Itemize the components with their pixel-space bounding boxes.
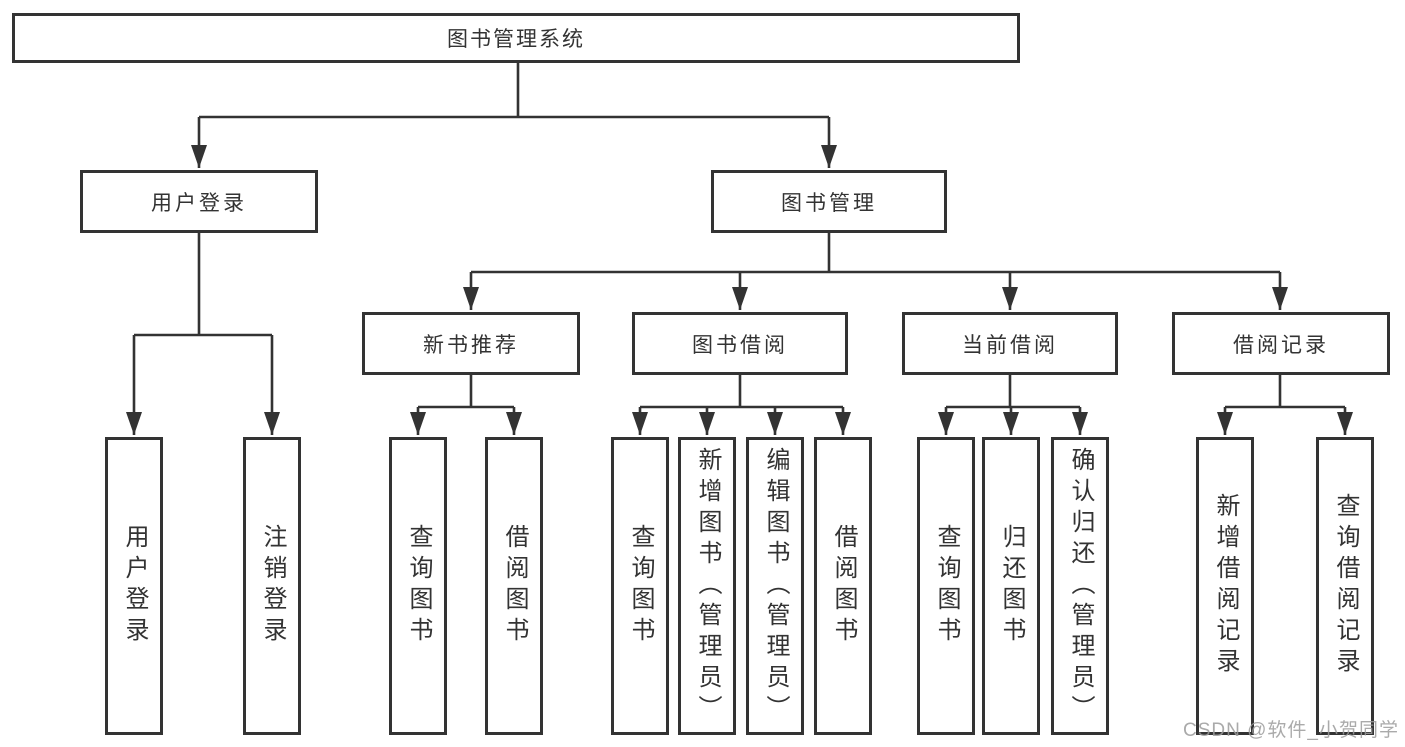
node-borrowing-records: 借阅记录 (1172, 312, 1390, 375)
node-label: 用户登录 (151, 191, 247, 215)
node-label: 编辑图书（管理员） (762, 446, 789, 726)
connector-recommend-split (418, 375, 514, 409)
node-current-borrowing: 当前借阅 (902, 312, 1118, 375)
leaf-query-books-current: 查询图书 (917, 437, 975, 735)
node-user-login: 用户登录 (80, 170, 318, 233)
node-label: 图书借阅 (692, 333, 788, 357)
leaf-return-book: 归还图书 (982, 437, 1040, 735)
leaf-query-books-borrow: 查询图书 (611, 437, 669, 735)
node-label: 注销登录 (259, 524, 286, 648)
node-label: 用户登录 (121, 524, 148, 648)
node-label: 新增图书（管理员） (694, 446, 721, 726)
node-label: 新书推荐 (423, 333, 519, 357)
leaf-confirm-return-admin: 确认归还（管理员） (1051, 437, 1109, 735)
leaf-edit-book-admin: 编辑图书（管理员） (746, 437, 804, 735)
leaf-add-book-admin: 新增图书（管理员） (678, 437, 736, 735)
connector-borrowing-split (640, 375, 843, 409)
leaf-add-borrow-record: 新增借阅记录 (1196, 437, 1254, 735)
node-label: 查询图书 (627, 524, 654, 648)
connector-book-management-split (471, 233, 1280, 274)
node-new-book-recommendation: 新书推荐 (362, 312, 580, 375)
node-label: 新增借阅记录 (1212, 493, 1239, 679)
connector-root-split (199, 63, 829, 119)
connector-records-split (1225, 375, 1345, 409)
node-label: 借阅记录 (1233, 333, 1329, 357)
connector-current-split (946, 375, 1080, 409)
node-label: 查询图书 (405, 524, 432, 648)
node-library-management-system: 图书管理系统 (12, 13, 1020, 63)
node-label: 归还图书 (998, 524, 1025, 648)
leaf-query-books-recommend: 查询图书 (389, 437, 447, 735)
node-label: 查询图书 (933, 524, 960, 648)
node-label: 借阅图书 (501, 524, 528, 648)
node-label: 图书管理系统 (447, 28, 585, 51)
leaf-query-borrow-record: 查询借阅记录 (1316, 437, 1374, 735)
connector-user-login-split (134, 233, 272, 337)
node-book-management: 图书管理 (711, 170, 947, 233)
node-book-borrowing: 图书借阅 (632, 312, 848, 375)
node-label: 图书管理 (781, 191, 877, 215)
node-label: 借阅图书 (830, 524, 857, 648)
csdn-watermark: CSDN @软件_小贺同学 (1183, 720, 1399, 741)
leaf-user-login: 用户登录 (105, 437, 163, 735)
node-label: 确认归还（管理员） (1067, 446, 1094, 726)
leaf-borrow-books-recommend: 借阅图书 (485, 437, 543, 735)
node-label: 当前借阅 (962, 333, 1058, 357)
leaf-borrow-books-borrow: 借阅图书 (814, 437, 872, 735)
node-label: 查询借阅记录 (1332, 493, 1359, 679)
leaf-logout: 注销登录 (243, 437, 301, 735)
